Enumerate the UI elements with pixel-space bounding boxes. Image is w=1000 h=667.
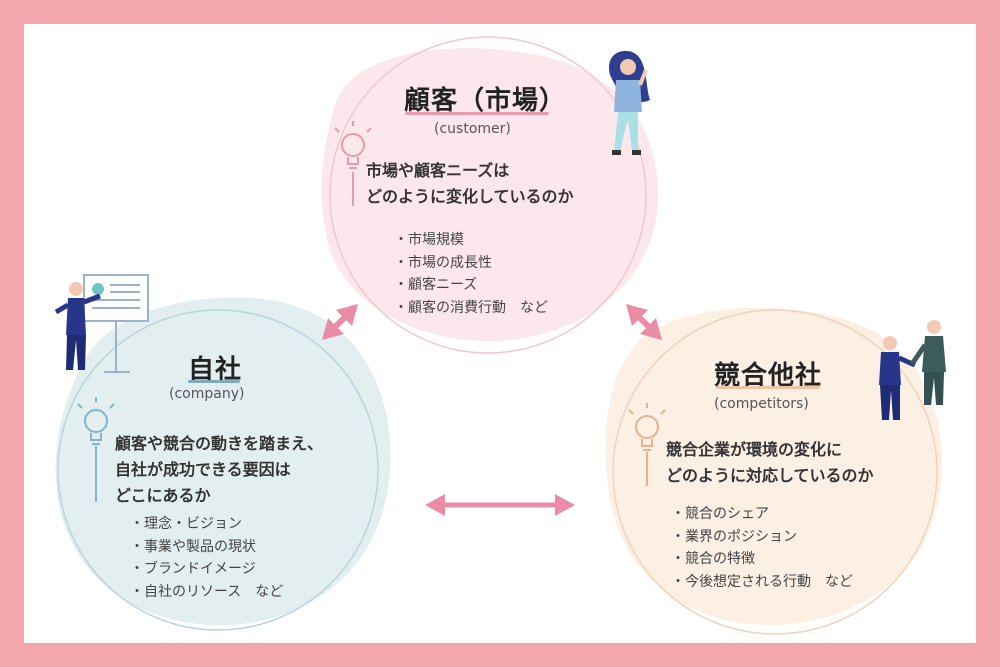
customer-woman-illustration	[609, 50, 650, 155]
customer-question: 市場や顧客ニーズは どのように変化しているのか	[366, 161, 574, 206]
list-item: 今後想定される行動 など	[671, 571, 853, 594]
businessmen-illustration	[879, 320, 946, 420]
customer-circle-outline	[329, 36, 647, 354]
company-question: 顧客や競合の動きを踏まえ、 自社が成功できる要因は どこにあるか	[115, 434, 324, 505]
arrow-company-competitor	[425, 494, 575, 516]
competitor-circle-outline	[612, 309, 938, 635]
list-item: 市場規模	[394, 229, 548, 252]
list-item: 自社のリソース など	[130, 581, 283, 604]
competitor-accent-line	[646, 452, 648, 486]
list-item: ブランドイメージ	[130, 558, 283, 581]
presenter-illustration	[54, 274, 149, 373]
customer-accent-line	[352, 172, 354, 206]
company-accent-line	[95, 446, 97, 502]
list-item: 市場の成長性	[394, 252, 548, 275]
customer-items-list: 市場規模 市場の成長性 顧客ニーズ 顧客の消費行動 など	[394, 229, 548, 319]
list-item: 理念・ビジョン	[130, 513, 283, 536]
arrow-customer-competitor	[626, 304, 662, 340]
company-items-list: 理念・ビジョン 事業や製品の現状 ブランドイメージ 自社のリソース など	[130, 513, 283, 603]
company-subtitle: (company)	[169, 386, 245, 402]
customer-title: 顧客（市場）	[404, 86, 567, 116]
lightbulb-icon	[334, 121, 372, 169]
company-circle-outline	[57, 309, 379, 631]
lightbulb-icon	[77, 397, 115, 445]
competitor-items-list: 競合のシェア 業界のポジション 競合の特徴 今後想定される行動 など	[671, 503, 853, 593]
list-item: 顧客ニーズ	[394, 274, 548, 297]
customer-subtitle: (customer)	[434, 121, 511, 137]
list-item: 事業や製品の現状	[130, 536, 283, 559]
arrow-customer-company	[322, 304, 358, 340]
list-item: 業界のポジション	[671, 526, 853, 549]
list-item: 競合の特徴	[671, 548, 853, 571]
list-item: 競合のシェア	[671, 503, 853, 526]
competitor-title-underline	[716, 386, 820, 389]
lightbulb-icon	[628, 403, 666, 451]
competitor-subtitle: (competitors)	[714, 396, 809, 412]
competitor-question: 競合企業が環境の変化に どのように対応しているのか	[666, 440, 874, 485]
company-title-underline	[188, 380, 240, 383]
customer-title-underline	[405, 112, 549, 115]
list-item: 顧客の消費行動 など	[394, 297, 548, 320]
